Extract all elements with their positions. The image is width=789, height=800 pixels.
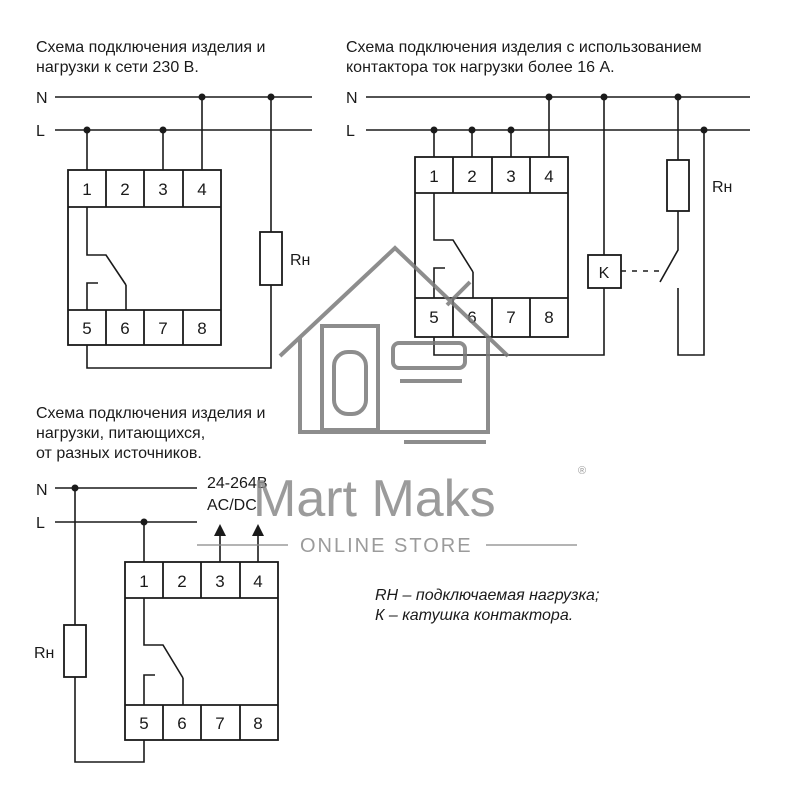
watermark-registered: ® (578, 465, 586, 477)
terminal-4: 4 (253, 572, 262, 591)
scheme-3-supply-line1: 24-264В (207, 475, 268, 492)
terminal-6: 6 (177, 714, 186, 733)
terminal-6: 6 (467, 308, 476, 327)
house-logo-icon (278, 245, 510, 444)
terminal-3: 3 (215, 572, 224, 591)
terminal-1: 1 (429, 167, 438, 186)
scheme-2-caption-line2: контактора ток нагрузки более 16 А. (346, 59, 615, 76)
scheme-2-line-label: L (346, 123, 355, 140)
scheme-2-load-resistor (666, 159, 690, 212)
watermark-brand: Mart Maks (253, 470, 496, 528)
scheme-3-caption-line2: нагрузки, питающихся, (36, 425, 205, 442)
scheme-1-caption-line2: нагрузки к сети 230 В. (36, 59, 199, 76)
scheme-3-caption-line3: от разных источников. (36, 445, 202, 462)
scheme-3-load-return (74, 677, 145, 763)
terminal-8: 8 (197, 319, 206, 338)
scheme-3-contact-switch (143, 598, 184, 679)
scheme-2-contact-switch (433, 193, 474, 273)
terminal-4: 4 (197, 180, 206, 199)
scheme-2-coil-label: K (599, 265, 610, 282)
terminal-3: 3 (506, 167, 515, 186)
scheme-3-contact-nc (143, 674, 155, 705)
scheme-2-coil-return (433, 288, 605, 356)
watermark: Mart Maks ® ONLINE STORE (197, 245, 586, 557)
legend-line2: К – катушка контактора. (375, 607, 573, 624)
terminal-8: 8 (544, 308, 553, 327)
scheme-1-neutral-label: N (36, 90, 48, 107)
terminal-5: 5 (82, 319, 91, 338)
scheme-1-load-return (86, 285, 272, 369)
scheme-3-supply-line2: AC/DC (207, 497, 257, 514)
terminal-6: 6 (120, 319, 129, 338)
scheme-2-contactor-contact (659, 211, 679, 283)
scheme-1-contact-nc (86, 282, 98, 310)
scheme-2-caption-line1: Схема подключения изделия с использовани… (346, 39, 702, 56)
terminal-7: 7 (158, 319, 167, 338)
scheme-2: Схема подключения изделия с использовани… (346, 39, 750, 356)
scheme-3-caption-line1: Схема подключения изделия и (36, 405, 265, 422)
terminal-5: 5 (139, 714, 148, 733)
terminal-5: 5 (429, 308, 438, 327)
legend: RH – подключаемая нагрузка; К – катушка … (375, 587, 599, 624)
scheme-2-load-label: Rн (712, 179, 732, 196)
terminal-1: 1 (82, 180, 91, 199)
legend-line1: RH – подключаемая нагрузка; (375, 587, 599, 604)
scheme-1-load-resistor (259, 231, 283, 286)
scheme-2-neutral-label: N (346, 90, 358, 107)
scheme-3-load-resistor (63, 624, 87, 678)
terminal-1: 1 (139, 572, 148, 591)
terminal-4: 4 (544, 167, 553, 186)
scheme-2-contactor-return (677, 130, 705, 356)
scheme-3-line-label: L (36, 515, 45, 532)
terminal-7: 7 (506, 308, 515, 327)
watermark-subtitle: ONLINE STORE (300, 535, 473, 557)
scheme-1-caption-line1: Схема подключения изделия и (36, 39, 265, 56)
terminal-8: 8 (253, 714, 262, 733)
terminal-3: 3 (158, 180, 167, 199)
scheme-3-load-label: Rн (34, 645, 54, 662)
scheme-1: Схема подключения изделия и нагрузки к с… (36, 39, 312, 369)
scheme-3-neutral-label: N (36, 482, 48, 499)
terminal-2: 2 (120, 180, 129, 199)
scheme-1-line-label: L (36, 123, 45, 140)
terminal-2: 2 (467, 167, 476, 186)
terminal-7: 7 (215, 714, 224, 733)
scheme-3: Схема подключения изделия и нагрузки, пи… (34, 405, 279, 763)
scheme-1-load-label: Rн (290, 252, 310, 269)
up-arrow-icon (252, 524, 264, 536)
terminal-2: 2 (177, 572, 186, 591)
scheme-1-contact-switch (86, 207, 127, 286)
up-arrow-icon (214, 524, 226, 536)
